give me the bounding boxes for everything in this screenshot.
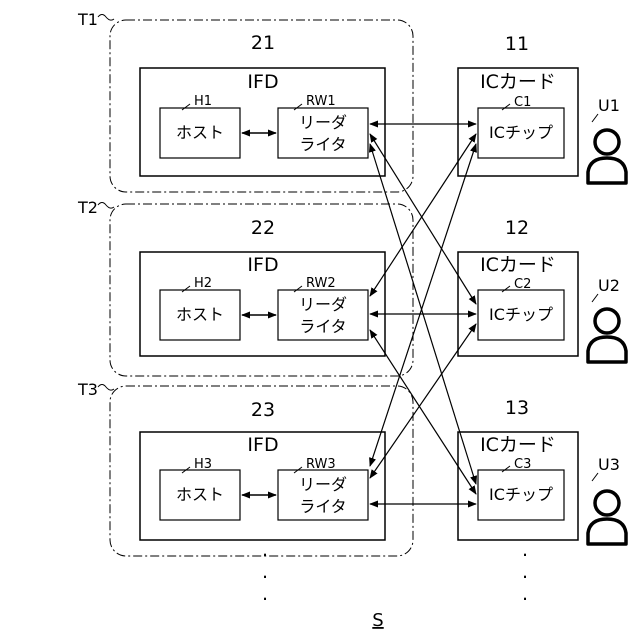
user-u3-icon — [588, 491, 626, 544]
ic-card-12-label: ICカード — [480, 254, 556, 276]
rw3-label-line2: ライタ — [299, 497, 346, 516]
ic-card-11-label: ICカード — [480, 71, 556, 93]
ifd-21-number: 21 — [251, 32, 275, 54]
host-h1-label: ホスト — [176, 123, 224, 142]
user-u1-id: U1 — [598, 96, 620, 115]
terminal-t2-id: T2 — [77, 198, 98, 217]
rw1-label-line1: リーダ — [299, 113, 347, 132]
continuation-right-dot: . — [522, 561, 528, 583]
rw2-leader — [294, 286, 302, 292]
user-u1-leader — [592, 114, 598, 122]
ifd-22-number: 22 — [251, 217, 275, 239]
system-label: S — [372, 610, 383, 631]
link-rw2-c1 — [370, 134, 476, 296]
ifd-22-label: IFD — [247, 254, 278, 276]
user-u3-id: U3 — [598, 455, 620, 474]
link-rw1-c2 — [370, 134, 476, 304]
link-rw2-c3 — [370, 330, 476, 494]
user-u3: U3 — [588, 455, 626, 544]
terminal-t3: T3 23 IFD H3 ホスト RW3 リーダ ライタ — [77, 380, 413, 556]
chip-c1-label: ICチップ — [489, 123, 553, 142]
user-u2-leader — [592, 294, 598, 302]
terminal-t1-id: T1 — [77, 10, 98, 29]
continuation-right: . . . — [522, 539, 528, 605]
chip-c1-leader — [502, 104, 510, 110]
host-h1-id: H1 — [194, 94, 212, 109]
ifd-23-label: IFD — [247, 434, 278, 456]
chip-c2-label: ICチップ — [489, 305, 553, 324]
host-h2-leader — [182, 286, 190, 292]
ifd-21-label: IFD — [247, 71, 278, 93]
continuation-right-dot: . — [522, 583, 528, 605]
terminal-t2: T2 22 IFD H2 ホスト RW2 リーダ ライタ — [77, 198, 413, 376]
ic-card-13: 13 ICカード C3 ICチップ — [458, 397, 578, 540]
user-u2-id: U2 — [598, 276, 620, 295]
ic-card-11-number: 11 — [505, 33, 529, 55]
ic-card-13-number: 13 — [505, 397, 529, 419]
rw1-leader — [294, 104, 302, 110]
user-u1-icon — [588, 130, 626, 183]
chip-c2-leader — [502, 286, 510, 292]
rw2-id: RW2 — [306, 276, 336, 291]
ic-card-11: 11 ICカード C1 ICチップ — [458, 33, 578, 176]
host-h3-label: ホスト — [176, 485, 224, 504]
host-h2-id: H2 — [194, 276, 212, 291]
rw2-label-line1: リーダ — [299, 295, 347, 314]
rw2-label-line2: ライタ — [299, 317, 346, 336]
rw3-label-line1: リーダ — [299, 475, 347, 494]
terminal-t1: T1 21 IFD H1 ホスト RW1 リーダ ライタ — [77, 10, 413, 192]
ic-card-13-label: ICカード — [480, 434, 556, 456]
continuation-left-dot: . — [262, 539, 268, 561]
user-u3-leader — [592, 473, 598, 481]
host-h1-leader — [182, 104, 190, 110]
continuation-left-dot: . — [262, 583, 268, 605]
user-u2-icon — [588, 309, 626, 362]
host-h2-label: ホスト — [176, 305, 224, 324]
terminal-t2-leader — [98, 203, 114, 209]
continuation-left: . . . — [262, 539, 268, 605]
ic-card-12: 12 ICカード C2 ICチップ — [458, 217, 578, 356]
ic-card-12-number: 12 — [505, 217, 529, 239]
continuation-right-dot: . — [522, 539, 528, 561]
chip-c3-label: ICチップ — [489, 485, 553, 504]
ifd-23-number: 23 — [251, 399, 275, 421]
rw1-id: RW1 — [306, 94, 336, 109]
terminal-t3-id: T3 — [77, 380, 98, 399]
continuation-left-dot: . — [262, 561, 268, 583]
user-u2: U2 — [588, 276, 626, 362]
terminal-t1-leader — [98, 15, 114, 21]
user-u1: U1 — [588, 96, 626, 183]
chip-c3-leader — [502, 466, 510, 472]
terminal-t3-leader — [98, 385, 114, 391]
rw1-label-line2: ライタ — [299, 135, 346, 154]
link-rw3-c2 — [370, 324, 476, 478]
rw-chip-connections — [370, 124, 476, 504]
